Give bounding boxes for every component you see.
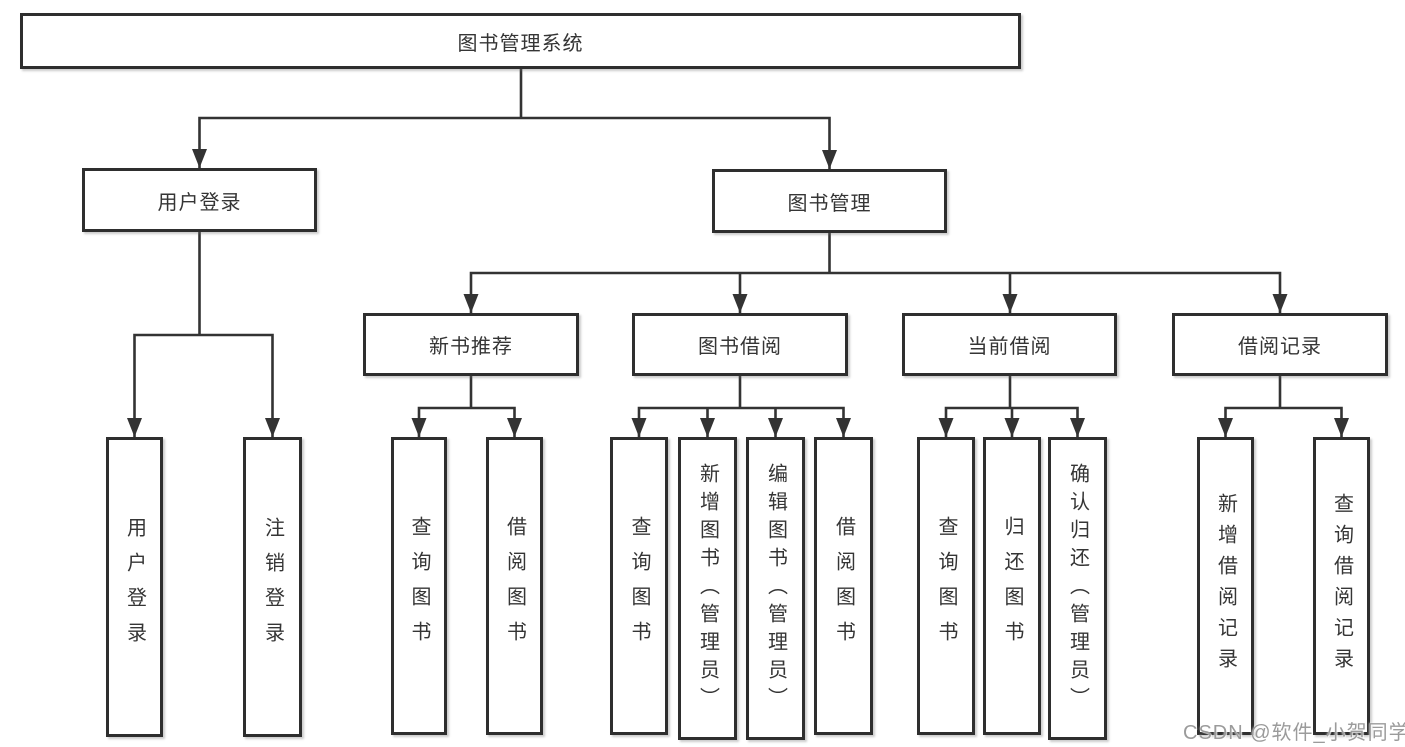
arrowhead: [768, 418, 783, 437]
arrowhead: [631, 418, 647, 437]
leaf-records-add-record: 新增借阅记录: [1197, 437, 1254, 735]
connector-records-rail: [1224, 406, 1343, 437]
connector-bookmgmt-rail: [469, 271, 1282, 313]
connector-root-rail: [198, 116, 831, 169]
arrowhead: [127, 418, 142, 437]
connector-newbook-rail: [417, 406, 516, 437]
leaf-borrow-borrow-books: 借阅图书: [814, 437, 873, 735]
leaf-user-login: 用户登录: [106, 437, 163, 737]
leaf-newrec-borrow-books: 借阅图书: [486, 437, 543, 735]
leaf-current-query-books: 查询图书: [917, 437, 975, 735]
connector-userlogin-rail: [133, 333, 274, 437]
arrowhead: [1002, 294, 1018, 313]
arrowhead: [507, 418, 522, 437]
arrowhead: [265, 418, 280, 437]
node-book-borrowing: 图书借阅: [632, 313, 848, 376]
arrowhead: [192, 149, 207, 168]
node-current-borrowing: 当前借阅: [902, 313, 1117, 376]
arrowhead: [463, 294, 479, 313]
arrowhead: [411, 418, 427, 437]
arrowhead: [700, 418, 715, 437]
leaf-current-confirm-return-admin: 确认归还（管理员）: [1048, 437, 1107, 740]
arrowhead: [1218, 418, 1233, 437]
arrowhead: [1004, 418, 1020, 437]
csdn-watermark: CSDN @软件_小贺同学: [1183, 722, 1405, 744]
arrowhead: [938, 418, 954, 437]
node-user-login: 用户登录: [82, 168, 317, 232]
leaf-current-return-books: 归还图书: [983, 437, 1041, 735]
arrowhead: [732, 294, 748, 313]
leaf-borrow-add-books-admin: 新增图书（管理员）: [678, 437, 737, 740]
connector-borrow-rail: [637, 406, 845, 437]
node-new-book-recommend: 新书推荐: [363, 313, 579, 376]
node-book-management: 图书管理: [712, 169, 947, 233]
arrowhead: [822, 150, 837, 169]
arrowhead: [1334, 418, 1349, 437]
node-root-system: 图书管理系统: [20, 13, 1021, 69]
leaf-borrow-edit-books-admin: 编辑图书（管理员）: [746, 437, 805, 740]
arrowhead: [1070, 418, 1085, 437]
arrowhead: [836, 418, 851, 437]
leaf-borrow-query-books: 查询图书: [610, 437, 668, 735]
leaf-newrec-query-books: 查询图书: [391, 437, 447, 735]
node-borrowing-records: 借阅记录: [1172, 313, 1388, 376]
leaf-records-query-record: 查询借阅记录: [1313, 437, 1370, 735]
arrowhead: [1272, 294, 1288, 313]
leaf-logout: 注销登录: [243, 437, 302, 737]
